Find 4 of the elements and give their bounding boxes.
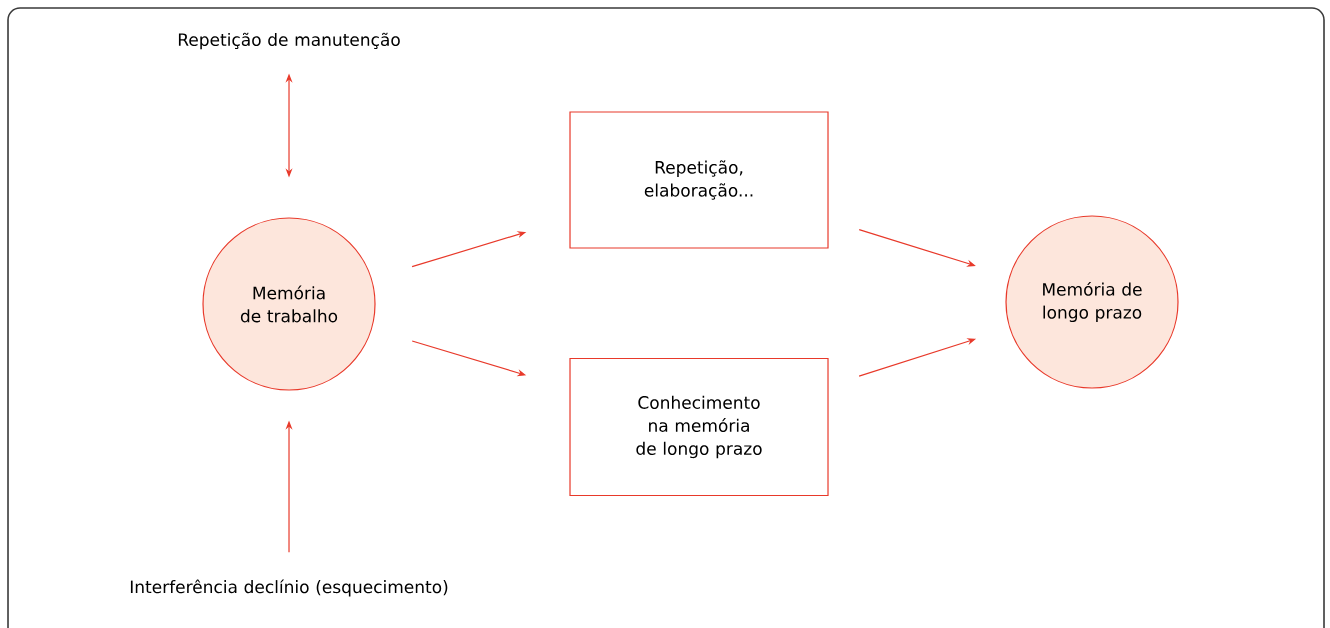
process-box: Conhecimento na memória de longo prazo xyxy=(569,357,829,497)
caption-text: Repetição de manutenção xyxy=(178,32,400,50)
process-box: Repetição, elaboração... xyxy=(569,111,829,249)
caption-text: Interferência declínio (esquecimento) xyxy=(130,579,448,597)
